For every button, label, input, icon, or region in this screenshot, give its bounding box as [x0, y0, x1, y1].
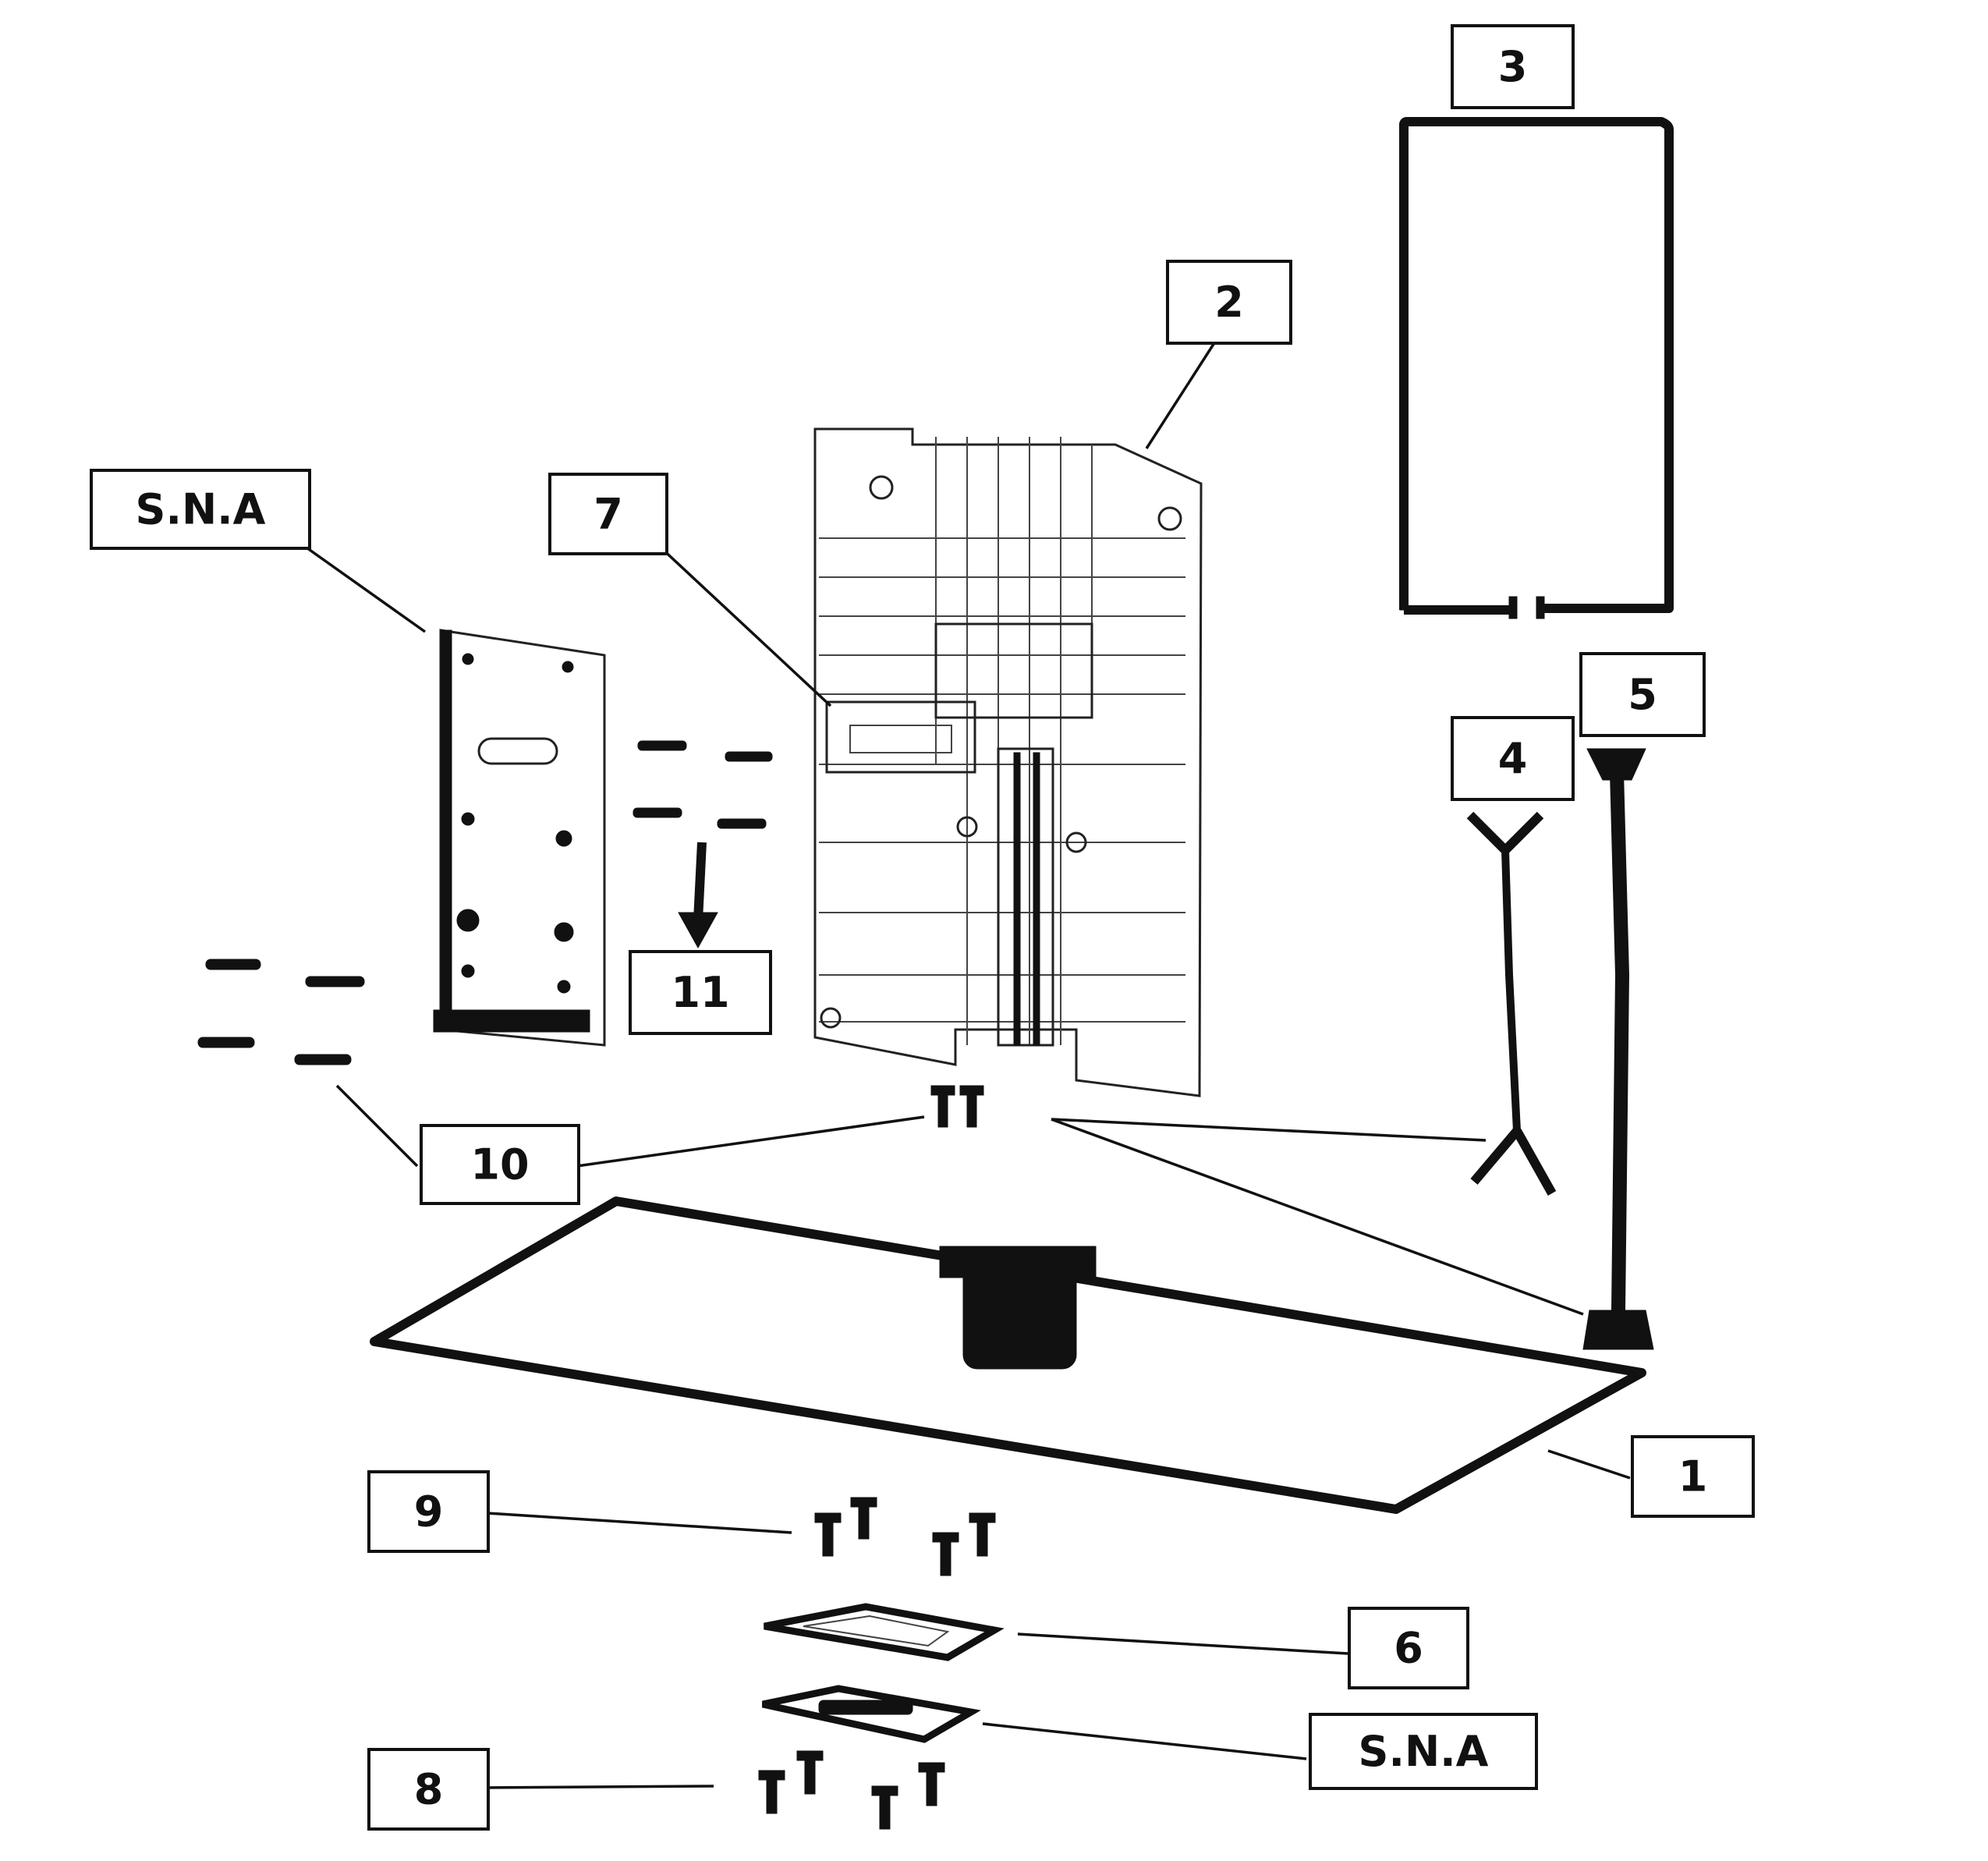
part-screws-10: [197, 959, 365, 1065]
callout-9: 9: [367, 1470, 490, 1553]
arrow-down: [678, 842, 718, 949]
callout-7-label: 7: [594, 490, 623, 539]
part-screws-8: [758, 1750, 945, 1830]
part-cable: [1582, 748, 1654, 1350]
callout-6: 6: [1348, 1607, 1469, 1689]
callout-8: 8: [367, 1748, 490, 1831]
part-plate-6: [764, 1603, 1005, 1661]
callout-3: 3: [1451, 24, 1575, 109]
callout-11-label: 11: [671, 968, 729, 1017]
callout-2: 2: [1166, 260, 1292, 345]
callout-11: 11: [629, 950, 772, 1035]
callout-sna-top-label: S.N.A: [136, 485, 266, 534]
part-stand-column: [813, 427, 1203, 1097]
bracket-screws: [633, 740, 773, 829]
part-y-cable: [1466, 811, 1557, 1196]
part-back-cover: [1399, 117, 1674, 619]
callout-10: 10: [420, 1124, 580, 1205]
part-plate-sna: [762, 1685, 981, 1743]
callout-1-label: 1: [1678, 1452, 1708, 1501]
part-label-plate: [825, 700, 976, 774]
callout-5-label: 5: [1628, 670, 1657, 719]
callout-5: 5: [1579, 652, 1706, 737]
callout-9-label: 9: [414, 1487, 444, 1537]
part-wall-bracket: [433, 629, 606, 1047]
callout-7: 7: [548, 473, 668, 555]
part-base: [370, 1196, 1646, 1514]
callout-2-label: 2: [1214, 278, 1244, 327]
column-screws: [930, 1085, 984, 1128]
leader-lines: [303, 339, 1631, 1789]
callout-sna-bottom-label: S.N.A: [1359, 1727, 1489, 1776]
part-screws-9: [814, 1497, 996, 1576]
callout-6-label: 6: [1394, 1624, 1423, 1673]
callout-4-label: 4: [1498, 734, 1528, 783]
callout-10-label: 10: [470, 1140, 529, 1189]
callout-sna-top: S.N.A: [90, 469, 311, 550]
callout-sna-bottom: S.N.A: [1309, 1713, 1538, 1790]
callout-4: 4: [1451, 716, 1575, 801]
callout-1: 1: [1631, 1435, 1755, 1518]
callout-8-label: 8: [414, 1765, 444, 1814]
callout-3-label: 3: [1498, 42, 1528, 91]
